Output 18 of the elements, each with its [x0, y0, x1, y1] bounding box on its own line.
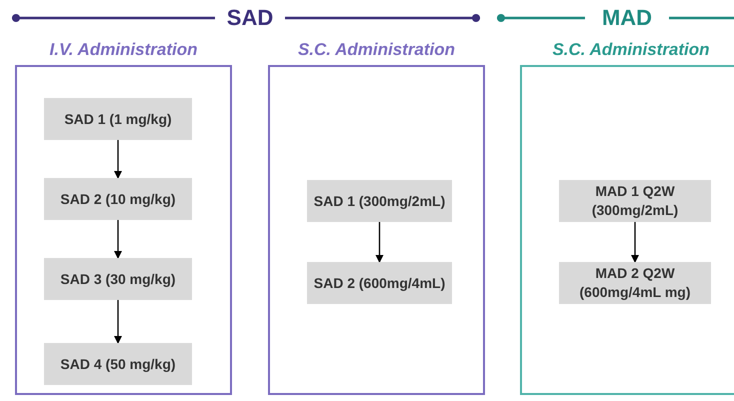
panel-heading: S.C. Administration — [296, 39, 456, 61]
dose-box: SAD 2 (600mg/4mL) — [307, 262, 452, 304]
group-title: MAD — [600, 5, 654, 31]
dose-box: SAD 2 (10 mg/kg) — [44, 178, 192, 220]
panel-heading: S.C. Administration — [551, 39, 711, 61]
dose-box: SAD 4 (50 mg/kg) — [44, 343, 192, 385]
dose-box: SAD 1 (1 mg/kg) — [44, 98, 192, 140]
dose-box: SAD 1 (300mg/2mL) — [307, 180, 452, 222]
dose-box: SAD 3 (30 mg/kg) — [44, 258, 192, 300]
arrow — [114, 220, 122, 259]
dose-box: MAD 2 Q2W (600mg/4mL mg) — [559, 262, 711, 304]
panel-heading: I.V. Administration — [48, 39, 198, 61]
arrow — [631, 222, 639, 263]
group-title: SAD — [226, 5, 274, 31]
arrow — [376, 222, 384, 263]
arrow — [114, 140, 122, 179]
dose-box: MAD 1 Q2W (300mg/2mL) — [559, 180, 711, 222]
arrow — [114, 300, 122, 344]
